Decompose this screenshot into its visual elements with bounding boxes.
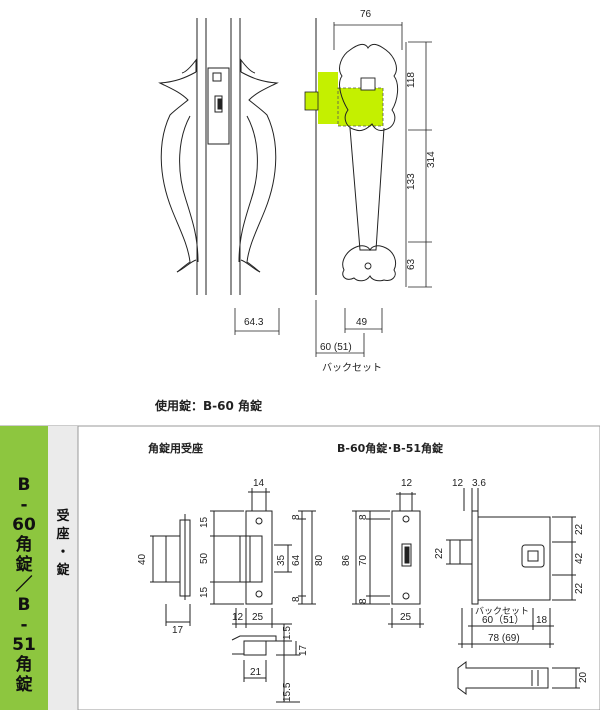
- lock-d12: 12: [401, 478, 413, 489]
- handle-front-view: [158, 18, 279, 295]
- dim-total: 314: [426, 151, 437, 168]
- side-title-char: 60: [12, 515, 36, 535]
- strike-d25: 25: [252, 612, 264, 623]
- strike-d21: 21: [250, 667, 262, 678]
- lock-d12b: 12: [452, 478, 464, 489]
- lock-d78: 78 (69): [488, 633, 520, 644]
- backset-label: バックセット: [322, 362, 382, 374]
- sub-title-char: 受: [56, 508, 69, 524]
- lock-d3-6: 3.6: [472, 478, 486, 489]
- strike-box-side: [150, 514, 191, 626]
- sub-title-char: ・: [56, 545, 69, 560]
- dim-backset: 60 (51): [320, 342, 352, 353]
- lock-d22: 22: [434, 547, 445, 559]
- lock-backset-label: バックセット: [475, 606, 529, 617]
- lock-d8b: 8: [358, 598, 369, 604]
- handle-side-view: [304, 18, 399, 295]
- side-title-char: 角: [16, 654, 33, 675]
- side-title-char: 角: [16, 534, 33, 555]
- strike-plate-front: [210, 488, 316, 628]
- strike-d80: 80: [314, 554, 325, 566]
- lock-d8a: 8: [358, 514, 369, 520]
- strike-d15-5: 15.5: [282, 682, 293, 702]
- strike-d64: 64: [291, 554, 302, 566]
- side-title: B-60角錠／B-51角錠: [12, 475, 36, 695]
- dim-grip: 49: [356, 317, 368, 328]
- strike-d35: 35: [276, 554, 287, 566]
- side-title-char: -: [20, 495, 27, 515]
- lock-body-side: [446, 488, 576, 648]
- side-title-char: ／: [16, 574, 33, 595]
- lock-d42: 42: [574, 552, 585, 564]
- lock-d22a: 22: [574, 523, 585, 535]
- strike-d17: 17: [172, 625, 184, 636]
- dim-handle-width: 76: [360, 9, 372, 20]
- lock-d86: 86: [341, 554, 352, 566]
- lock-d70: 70: [358, 554, 369, 566]
- side-title-char: B: [18, 595, 31, 615]
- dim-upper: 118: [406, 72, 417, 88]
- side-dimensions: [315, 22, 432, 357]
- lock-d20: 20: [578, 671, 589, 683]
- lock-d60: 60（51）: [482, 614, 524, 626]
- dim-middle: 133: [406, 173, 417, 190]
- side-title-char: 51: [12, 635, 36, 655]
- side-title-char: 錠: [16, 554, 33, 575]
- strike-d17b: 17: [298, 644, 309, 656]
- strike-d15a: 15: [199, 516, 210, 528]
- lock-d18: 18: [536, 615, 548, 626]
- lock-face-plate: [352, 492, 424, 628]
- lock-bolt-detail: [457, 661, 580, 695]
- sub-title-bar: [48, 426, 78, 710]
- usage-caption: 使用錠：B-60 角錠: [154, 398, 262, 413]
- strike-d15b: 15: [199, 586, 210, 598]
- lock-d22b: 22: [574, 582, 585, 594]
- side-title-char: -: [20, 615, 27, 635]
- strike-detail: [231, 623, 300, 703]
- sub-title-char: 座: [55, 526, 69, 542]
- lock-highlight: [318, 72, 338, 124]
- side-title-char: 錠: [16, 674, 33, 695]
- strike-d8a: 8: [291, 514, 302, 520]
- lock-heading: B-60角錠･B-51角錠: [337, 441, 444, 455]
- side-title-bar: [0, 426, 48, 710]
- dim-lower: 63: [406, 258, 417, 270]
- strike-d50: 50: [199, 552, 210, 564]
- sub-title: 受座・錠: [55, 508, 70, 578]
- lock-d25: 25: [400, 612, 412, 623]
- strike-heading: 角錠用受座: [148, 441, 203, 455]
- strike-d1-5: 1.5: [282, 626, 293, 640]
- dim-projection: 64.3: [244, 317, 264, 328]
- sub-title-char: 錠: [56, 562, 70, 578]
- strike-d12: 12: [232, 612, 244, 623]
- projection-dimension: [234, 308, 280, 335]
- strike-d8b: 8: [291, 596, 302, 602]
- strike-d14: 14: [253, 478, 265, 489]
- strike-d40: 40: [137, 553, 148, 565]
- side-title-char: B: [18, 475, 31, 495]
